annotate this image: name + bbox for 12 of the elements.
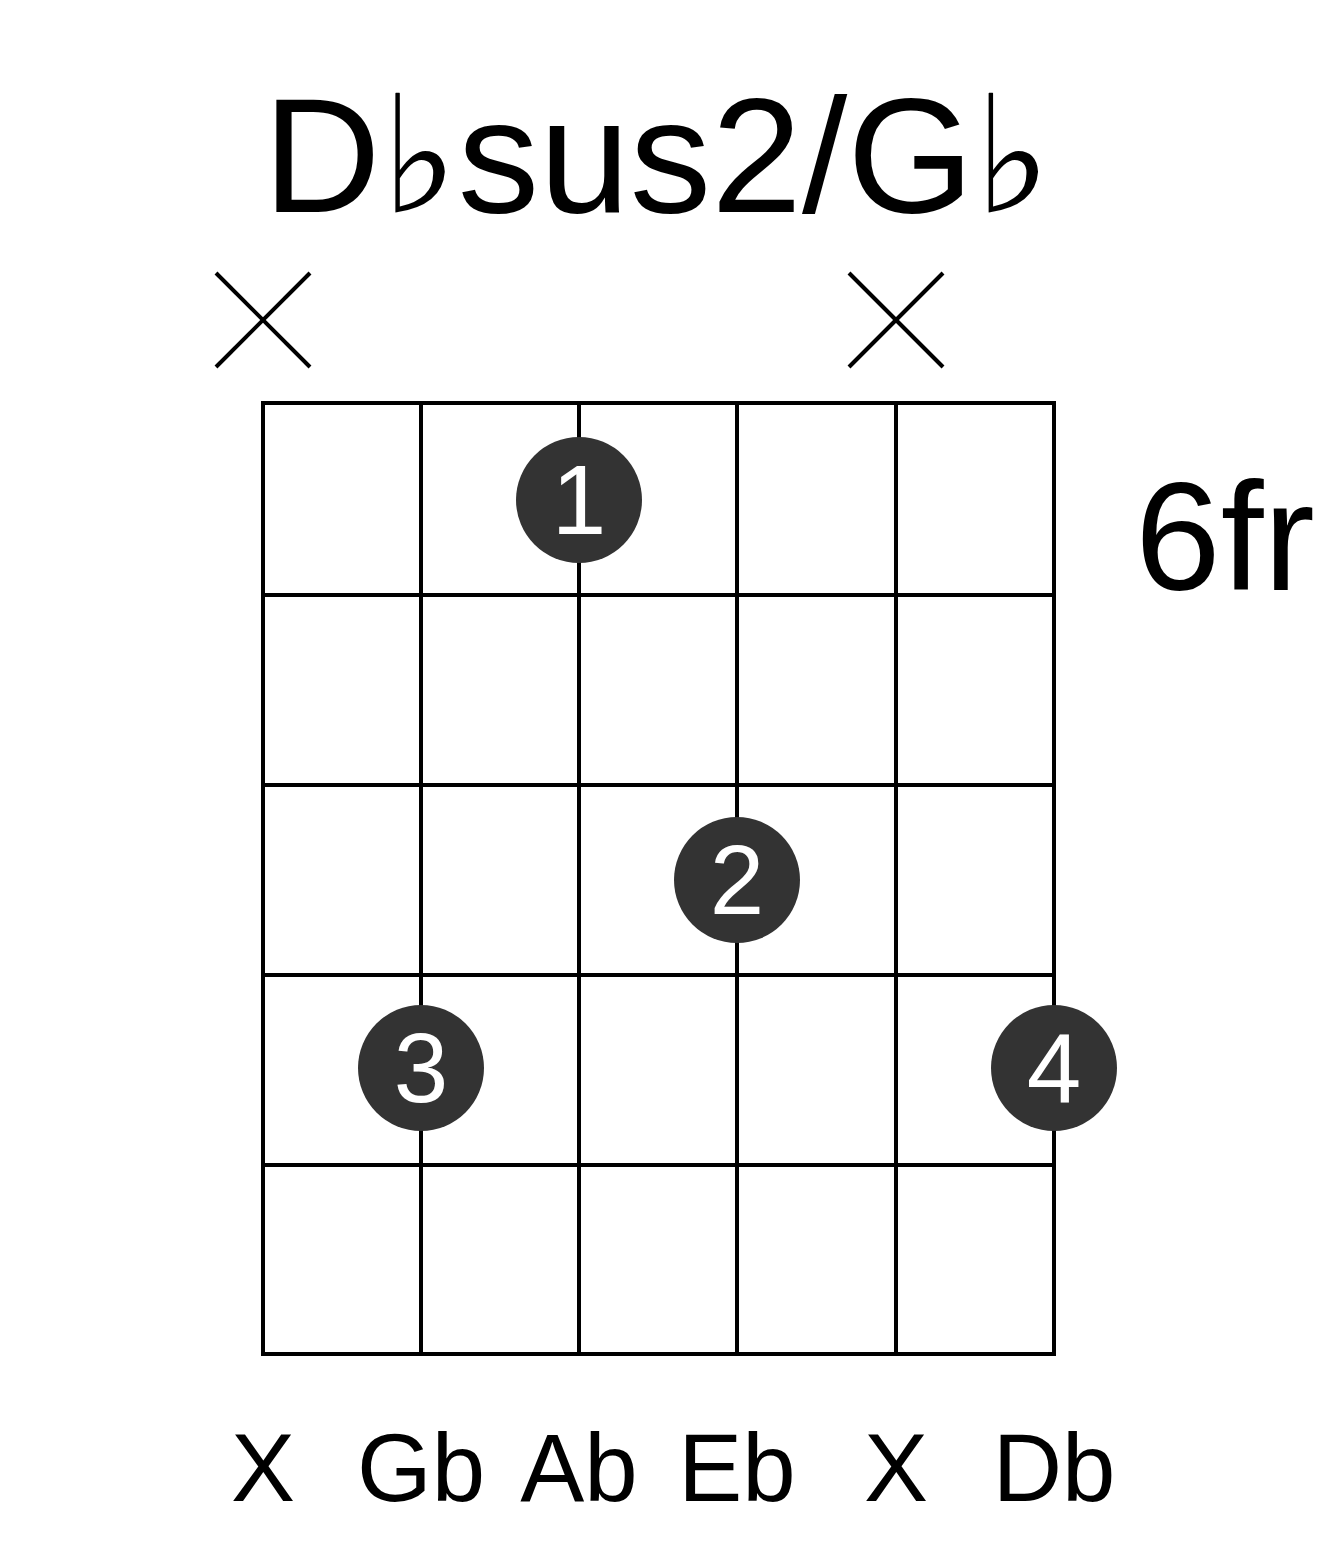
finger-number: 1: [551, 451, 607, 549]
string-note-label: Gb: [356, 1420, 486, 1516]
fret-position-label: 6fr: [1135, 460, 1315, 614]
string-note-label: X: [231, 1420, 295, 1516]
finger-number: 2: [709, 831, 765, 929]
finger-number: 3: [393, 1019, 449, 1117]
finger-number: 4: [1026, 1019, 1082, 1117]
string-note-label: Eb: [678, 1420, 796, 1516]
string-note-label: X: [864, 1420, 928, 1516]
string-note-label: Db: [992, 1420, 1116, 1516]
chord-title: D♭sus2/G♭: [263, 74, 1051, 237]
string-note-label: Ab: [520, 1420, 638, 1516]
